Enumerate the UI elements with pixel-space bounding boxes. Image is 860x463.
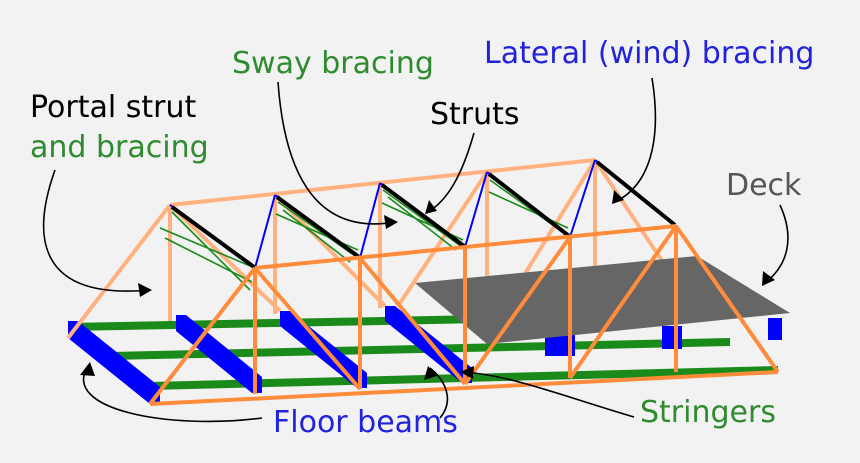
portal-strut-arrow (43, 169, 151, 292)
struts (170, 160, 677, 269)
portal-strut-label-line1: Portal strut (30, 90, 196, 125)
floor-beams-arrow-right (429, 367, 449, 419)
callout-arrows (43, 77, 789, 423)
floor-beam (68, 321, 160, 404)
deck-arrow (764, 204, 789, 284)
arrowheads (80, 190, 775, 380)
deck-label: Deck (726, 168, 802, 203)
portal-strut-label-line2: and bracing (30, 130, 209, 165)
lateral-bracing-label: Lateral (wind) bracing (484, 36, 814, 71)
sway-bracing (159, 179, 569, 291)
sway-bracing-arrow (277, 81, 396, 225)
floor-beams-label: Floor beams (273, 405, 458, 440)
floor-beam (662, 326, 682, 349)
stringers-label: Stringers (640, 395, 776, 430)
floor-beam (176, 315, 262, 393)
lateral-bracing-arrow (614, 77, 657, 203)
floor-beam (768, 318, 782, 340)
floor-beams-arrow-left (82, 365, 263, 423)
sway-bracing-label: Sway bracing (232, 46, 434, 81)
near-truss (148, 224, 780, 406)
stringers-arrow (462, 371, 635, 418)
struts-label: Struts (430, 97, 520, 132)
